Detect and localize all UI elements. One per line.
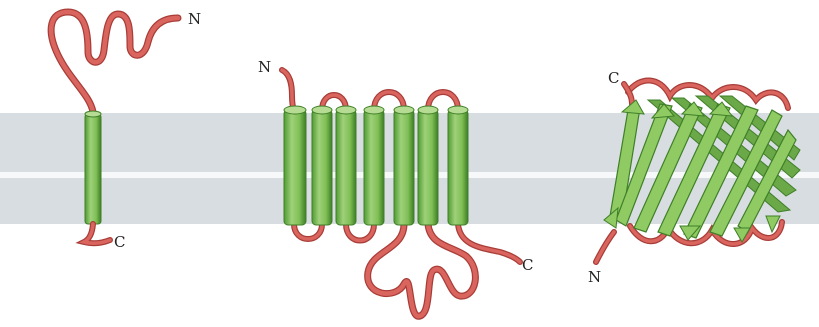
helix-7-cap <box>448 106 468 114</box>
protein3-c-terminus-label: C <box>608 69 619 87</box>
helix-2-cap <box>312 106 332 114</box>
helix-6 <box>418 110 438 225</box>
transmembrane-helix <box>85 114 101 224</box>
protein3-n-terminus-label: N <box>588 268 601 286</box>
helix-top-cap <box>85 111 101 117</box>
helix-5 <box>394 110 414 225</box>
helix-2 <box>312 110 332 225</box>
intracellular-loops <box>294 224 520 316</box>
helix-7 <box>448 110 468 225</box>
protein1-c-terminus-label: C <box>114 233 125 251</box>
helix-3-cap <box>336 106 356 114</box>
protein2-n-terminus-label: N <box>258 58 271 76</box>
helix-4-cap <box>364 106 384 114</box>
helix-1 <box>284 110 306 225</box>
helix-3 <box>336 110 356 225</box>
helix-1-cap <box>284 106 306 114</box>
helix-4 <box>364 110 384 225</box>
protein1-n-terminus-label: N <box>188 10 201 28</box>
protein2-c-terminus-label: C <box>522 256 533 274</box>
helix-5-cap <box>394 106 414 114</box>
large-intracellular-loop <box>368 224 476 316</box>
extracellular-loop <box>51 12 178 112</box>
helix-6-cap <box>418 106 438 114</box>
beta-barrel-icon: C N <box>588 69 800 286</box>
